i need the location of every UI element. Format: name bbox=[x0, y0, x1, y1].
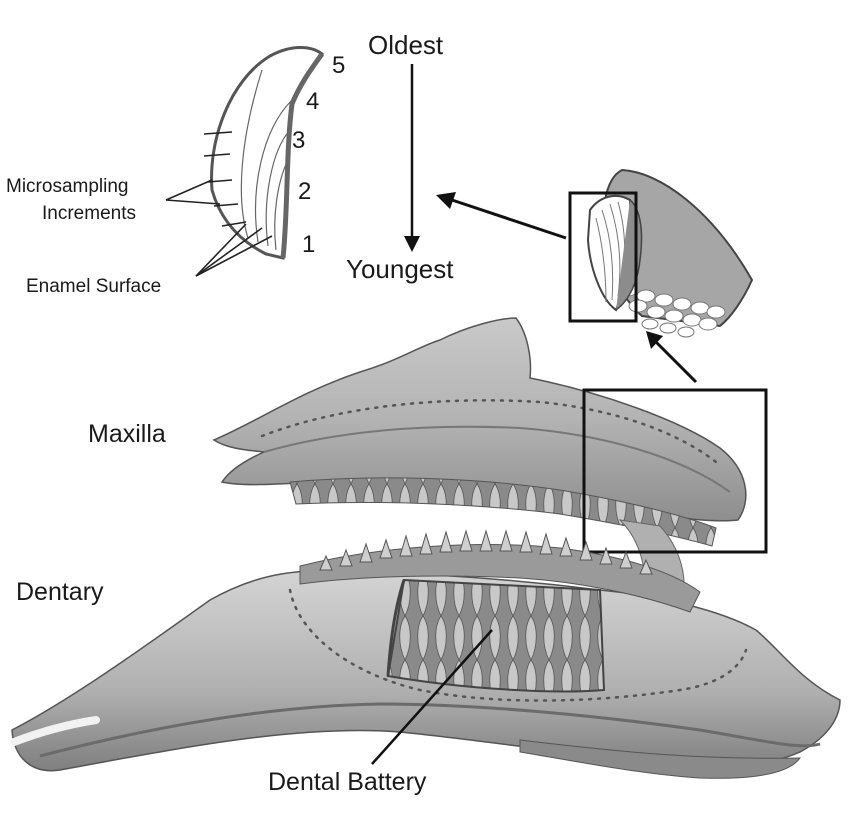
label-maxilla: Maxilla bbox=[88, 420, 166, 448]
label-dental-battery: Dental Battery bbox=[268, 768, 427, 796]
increment-label-2: 2 bbox=[298, 178, 311, 205]
increment-label-1: 1 bbox=[302, 231, 315, 258]
enlarged-tooth-drawing bbox=[586, 168, 754, 338]
pointer-arrow-to-section bbox=[436, 192, 567, 240]
inset-box-small bbox=[568, 191, 638, 323]
label-oldest: Oldest bbox=[368, 30, 444, 60]
increment-label-3: 3 bbox=[292, 127, 305, 154]
label-youngest: Youngest bbox=[346, 254, 454, 284]
label-microsampling-line2: Increments bbox=[42, 203, 136, 224]
increment-label-5: 5 bbox=[332, 52, 345, 79]
increment-label-4: 4 bbox=[306, 88, 319, 115]
age-arrow bbox=[404, 64, 420, 252]
tooth-section-drawing bbox=[165, 46, 325, 277]
dental-battery-leader bbox=[371, 629, 493, 765]
label-dentary: Dentary bbox=[16, 578, 104, 606]
dentary-drawing bbox=[10, 529, 841, 779]
label-enamel-surface: Enamel Surface bbox=[26, 276, 161, 297]
pointer-arrow-to-enlarged bbox=[646, 331, 698, 384]
label-microsampling-line1: Microsampling bbox=[6, 176, 128, 197]
inset-box-large bbox=[582, 388, 768, 554]
increment-ticks bbox=[203, 131, 247, 227]
